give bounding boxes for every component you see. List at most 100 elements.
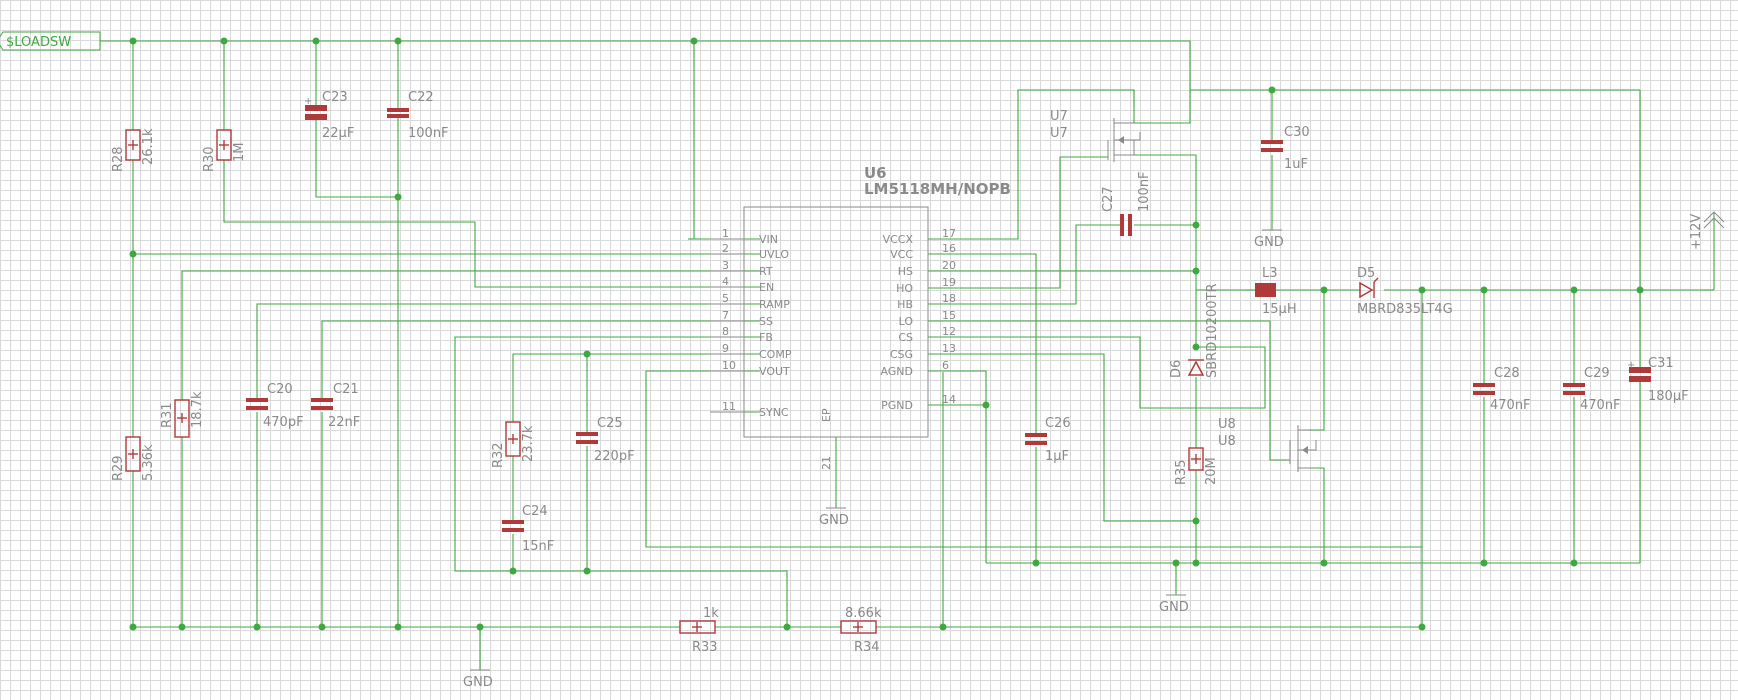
svg-text:5.36k: 5.36k [141, 444, 156, 481]
ic-pin-name-ramp: RAMP [759, 298, 790, 311]
resistor-r34[interactable]: 8.66k R34 [840, 606, 882, 655]
svg-text:100nF: 100nF [408, 126, 449, 141]
ic-pin-name-vout: VOUT [759, 365, 790, 378]
svg-text:GND: GND [463, 675, 493, 690]
svg-text:100nF: 100nF [1137, 171, 1152, 212]
svg-text:+12V: +12V [1689, 214, 1704, 250]
ic-pin-name-sync: SYNC [759, 406, 789, 419]
ic-pin-num-8: 8 [722, 325, 729, 338]
wires [100, 40, 1715, 670]
svg-text:D6: D6 [1169, 360, 1184, 378]
resistor-r35[interactable]: R35 20M [1174, 447, 1219, 485]
capacitor-c31[interactable]: + C31 180µF [1627, 356, 1689, 404]
svg-text:15µH: 15µH [1262, 302, 1297, 317]
mosfet-u7[interactable]: U7 U7 [1050, 109, 1141, 162]
inductor-l3[interactable]: L3 15µH [1255, 266, 1297, 317]
svg-text:23.7k: 23.7k [521, 425, 536, 462]
ic-pin-num-2: 2 [722, 242, 729, 255]
ic-pin-num-9: 9 [722, 342, 729, 355]
svg-text:U8: U8 [1218, 434, 1236, 449]
ic-pin-num-17: 17 [942, 227, 956, 240]
loadsw-net-label[interactable]: $LOADSW [0, 31, 101, 51]
gnd-symbol-4: GND [1254, 229, 1284, 250]
gnd-symbol-2: GND [819, 507, 849, 528]
capacitor-c21[interactable]: C21 22nF [311, 382, 360, 430]
svg-text:GND: GND [819, 513, 849, 528]
svg-text:SBRD10200TR: SBRD10200TR [1205, 283, 1220, 378]
ic-pin-name-vcc: VCC [890, 248, 913, 261]
capacitor-c29[interactable]: C29 470nF [1563, 366, 1621, 413]
mosfet-u8[interactable]: U8 U8 [1218, 417, 1317, 472]
ic-pin-name-en: EN [759, 281, 774, 294]
resistor-r29[interactable]: R29 5.36k [111, 436, 156, 481]
capacitor-c26[interactable]: C26 1µF [1025, 416, 1071, 464]
svg-text:1k: 1k [703, 606, 719, 621]
svg-text:C30: C30 [1284, 125, 1310, 140]
ic-pin-num-13: 13 [942, 342, 956, 355]
ic-pin-num-20: 20 [942, 259, 956, 272]
svg-text:C26: C26 [1045, 416, 1071, 431]
gnd-symbol-1: GND [463, 669, 493, 690]
svg-text:U8: U8 [1218, 417, 1236, 432]
svg-text:26.1k: 26.1k [141, 128, 156, 165]
svg-text:180µF: 180µF [1648, 389, 1689, 404]
svg-text:GND: GND [1254, 235, 1284, 250]
svg-text:220pF: 220pF [594, 449, 635, 464]
capacitor-c22[interactable]: C22 100nF [387, 90, 449, 141]
capacitor-c23[interactable]: + C23 22µF [304, 90, 354, 141]
capacitor-c24[interactable]: C24 15nF [502, 504, 554, 554]
capacitor-c20[interactable]: C20 470pF [246, 382, 304, 430]
ic-pin-name-csg: CSG [890, 348, 913, 361]
capacitor-c27[interactable]: C27 100nF [1101, 171, 1152, 236]
capacitor-c28[interactable]: C28 470nF [1473, 366, 1531, 413]
resistor-r31[interactable]: R31 18.7k [160, 391, 205, 438]
ic-ep-num: 21 [820, 456, 833, 470]
resistor-r33[interactable]: 1k R33 [679, 606, 719, 655]
svg-text:D5: D5 [1357, 266, 1375, 281]
svg-text:+: + [304, 96, 312, 107]
svg-text:R30: R30 [202, 146, 217, 172]
ic-pin-name-ho: HO [896, 282, 913, 295]
svg-text:C28: C28 [1494, 366, 1520, 381]
resistor-r28[interactable]: R28 26.1k [111, 128, 156, 172]
ic-pin-num-19: 19 [942, 276, 956, 289]
svg-text:R33: R33 [692, 640, 718, 655]
svg-text:R31: R31 [160, 402, 175, 428]
capacitor-c30[interactable]: C30 1uF [1261, 125, 1310, 172]
capacitor-c25[interactable]: C25 220pF [576, 416, 635, 464]
svg-text:R35: R35 [1174, 459, 1189, 485]
svg-text:C24: C24 [522, 504, 548, 519]
ic-pin-name-vin: VIN [759, 233, 778, 246]
ic-pin-num-14: 14 [942, 393, 956, 406]
svg-text:470nF: 470nF [1490, 398, 1531, 413]
resistor-r30[interactable]: R30 1M [202, 129, 247, 172]
ic-pin-name-pgnd: PGND [881, 399, 913, 412]
resistor-r32[interactable]: R32 23.7k [491, 421, 536, 468]
ic-pin-num-7: 7 [722, 309, 729, 322]
svg-text:$LOADSW: $LOADSW [6, 35, 71, 50]
svg-text:1uF: 1uF [1284, 157, 1308, 172]
svg-text:C25: C25 [597, 416, 623, 431]
ic-pin-name-hs: HS [898, 265, 913, 278]
svg-text:C21: C21 [333, 382, 359, 397]
svg-text:+: + [1627, 360, 1635, 371]
ic-pin-name-fb: FB [759, 331, 773, 344]
ic-name: U6 [864, 164, 887, 182]
svg-text:470nF: 470nF [1580, 398, 1621, 413]
ic-pin-name-cs: CS [898, 331, 913, 344]
ic-pin-num-6: 6 [942, 359, 949, 372]
svg-text:L3: L3 [1262, 266, 1278, 281]
ic-pin-name-rt: RT [759, 265, 773, 278]
ic-pin-num-10: 10 [722, 359, 736, 372]
ic-pin-num-15: 15 [942, 309, 956, 322]
ic-pin-num-16: 16 [942, 242, 956, 255]
ic-u6[interactable]: U6 LM5118MH/NOPB VIN1UVLO2RT3EN4RAMP5SS7… [710, 164, 1011, 470]
ic-pin-num-12: 12 [942, 325, 956, 338]
svg-text:8.66k: 8.66k [845, 606, 882, 621]
ic-pin-num-4: 4 [722, 275, 729, 288]
svg-text:C27: C27 [1101, 186, 1116, 212]
ic-pin-name-comp: COMP [759, 348, 792, 361]
svg-text:22µF: 22µF [322, 126, 354, 141]
diode-d5[interactable]: D5 MBRD835LT4G [1357, 266, 1453, 317]
diode-d6[interactable]: D6 SBRD10200TR [1169, 283, 1220, 378]
